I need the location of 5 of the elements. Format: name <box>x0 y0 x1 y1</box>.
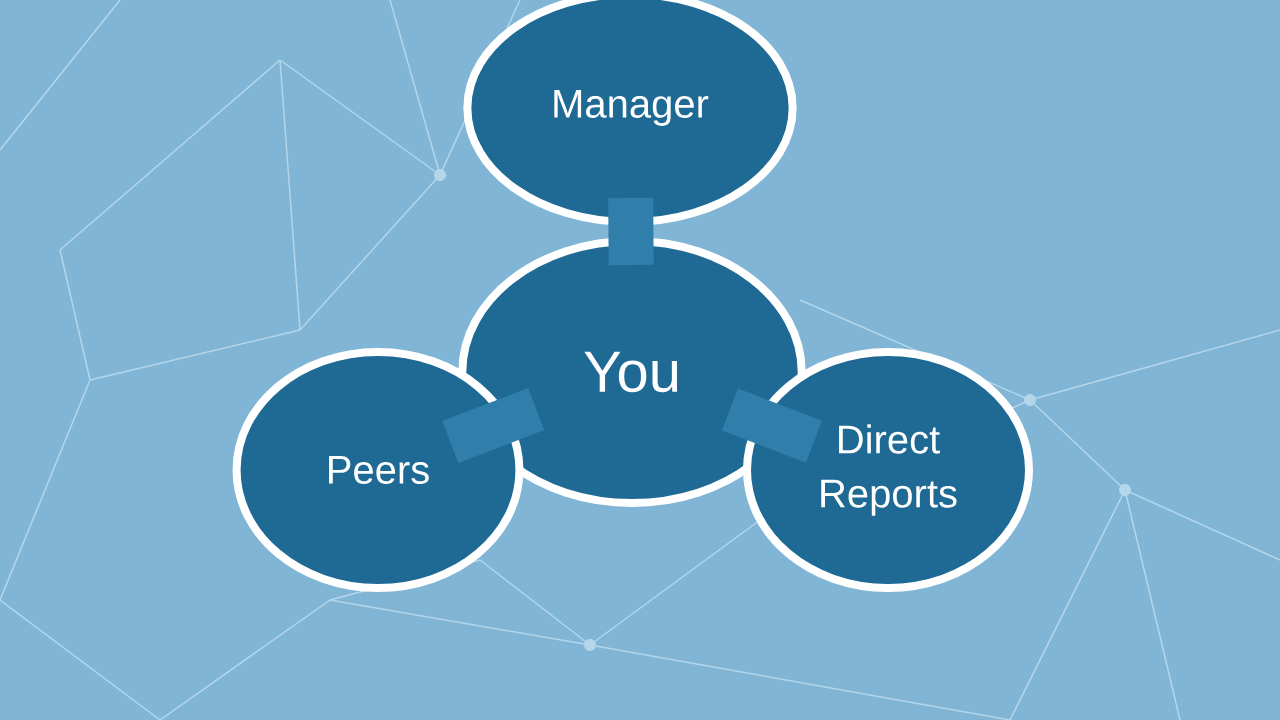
connector-band <box>721 388 822 463</box>
connector-band <box>442 387 545 464</box>
circle-node: Peers <box>232 348 524 592</box>
connector-band <box>608 197 654 266</box>
circle-node: Direct Reports <box>743 348 1033 592</box>
